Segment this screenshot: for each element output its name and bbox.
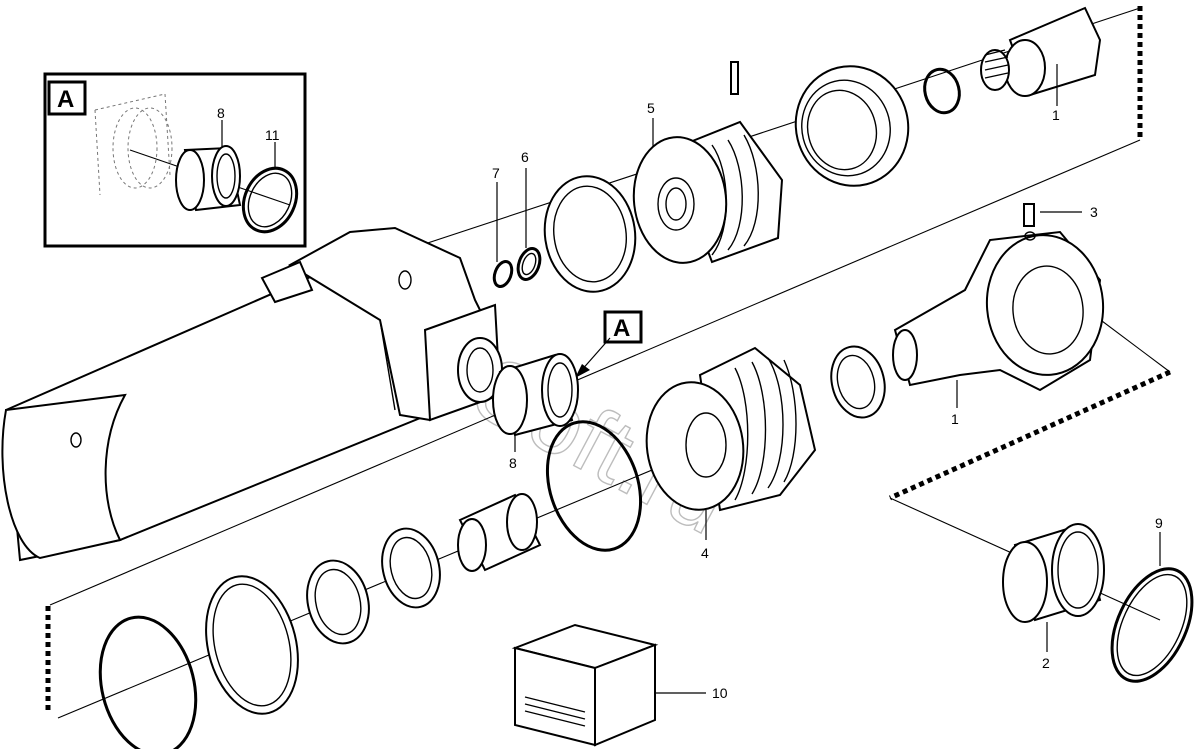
part-6-backup-ring: 6 xyxy=(516,149,542,281)
callout-6: 6 xyxy=(521,149,529,165)
callout-1-eye: 1 xyxy=(951,411,959,427)
callout-2: 2 xyxy=(1042,655,1050,671)
head-buffer-seal xyxy=(306,559,370,645)
part-3-grease-nipple: 3 xyxy=(1023,203,1098,227)
head-o-ring-large xyxy=(545,420,643,552)
cylinder-barrel xyxy=(1,226,503,562)
callout-4: 4 xyxy=(701,545,709,561)
callout-10: 10 xyxy=(712,685,728,701)
part-9-retaining-ring: 9 xyxy=(1110,515,1194,683)
piston-seal xyxy=(794,65,910,187)
part-7-o-ring: 7 xyxy=(492,165,514,289)
part-8-bushing: 8 xyxy=(492,353,579,471)
callout-8: 8 xyxy=(509,455,517,471)
callout-11: 11 xyxy=(265,127,280,143)
piston-guide-ring xyxy=(543,175,637,293)
callout-7: 7 xyxy=(492,165,500,181)
part-4-cylinder-head: 4 xyxy=(645,346,817,561)
dashed-boundary xyxy=(45,6,1172,712)
rod-eye-bushing xyxy=(830,345,886,419)
callout-8-inset: 8 xyxy=(217,105,225,121)
detail-a-inset: A 8 11 xyxy=(43,72,307,248)
part-10-seal-kit-box: 10 xyxy=(511,623,728,747)
part-5-piston: 5 xyxy=(632,61,784,264)
head-o-ring-outer xyxy=(98,615,198,749)
piston-o-ring xyxy=(923,67,961,115)
part-1-rod-eye: 1 xyxy=(892,230,1105,427)
detail-a-label-box xyxy=(47,80,87,116)
head-bushing xyxy=(457,493,542,572)
callout-5: 5 xyxy=(647,100,655,116)
head-wiper-ring xyxy=(205,575,299,715)
detail-a-label: A xyxy=(57,86,74,113)
part-1-piston-rod-end: 1 xyxy=(980,6,1102,123)
part-2-eye-bushing: 2 xyxy=(1002,523,1105,671)
head-rod-seal xyxy=(381,527,441,609)
detail-a-reference: A xyxy=(575,310,643,378)
detail-a-ref-label: A xyxy=(613,315,630,342)
callout-3: 3 xyxy=(1090,204,1098,220)
callout-1-top: 1 xyxy=(1052,107,1060,123)
callout-9: 9 xyxy=(1155,515,1163,531)
